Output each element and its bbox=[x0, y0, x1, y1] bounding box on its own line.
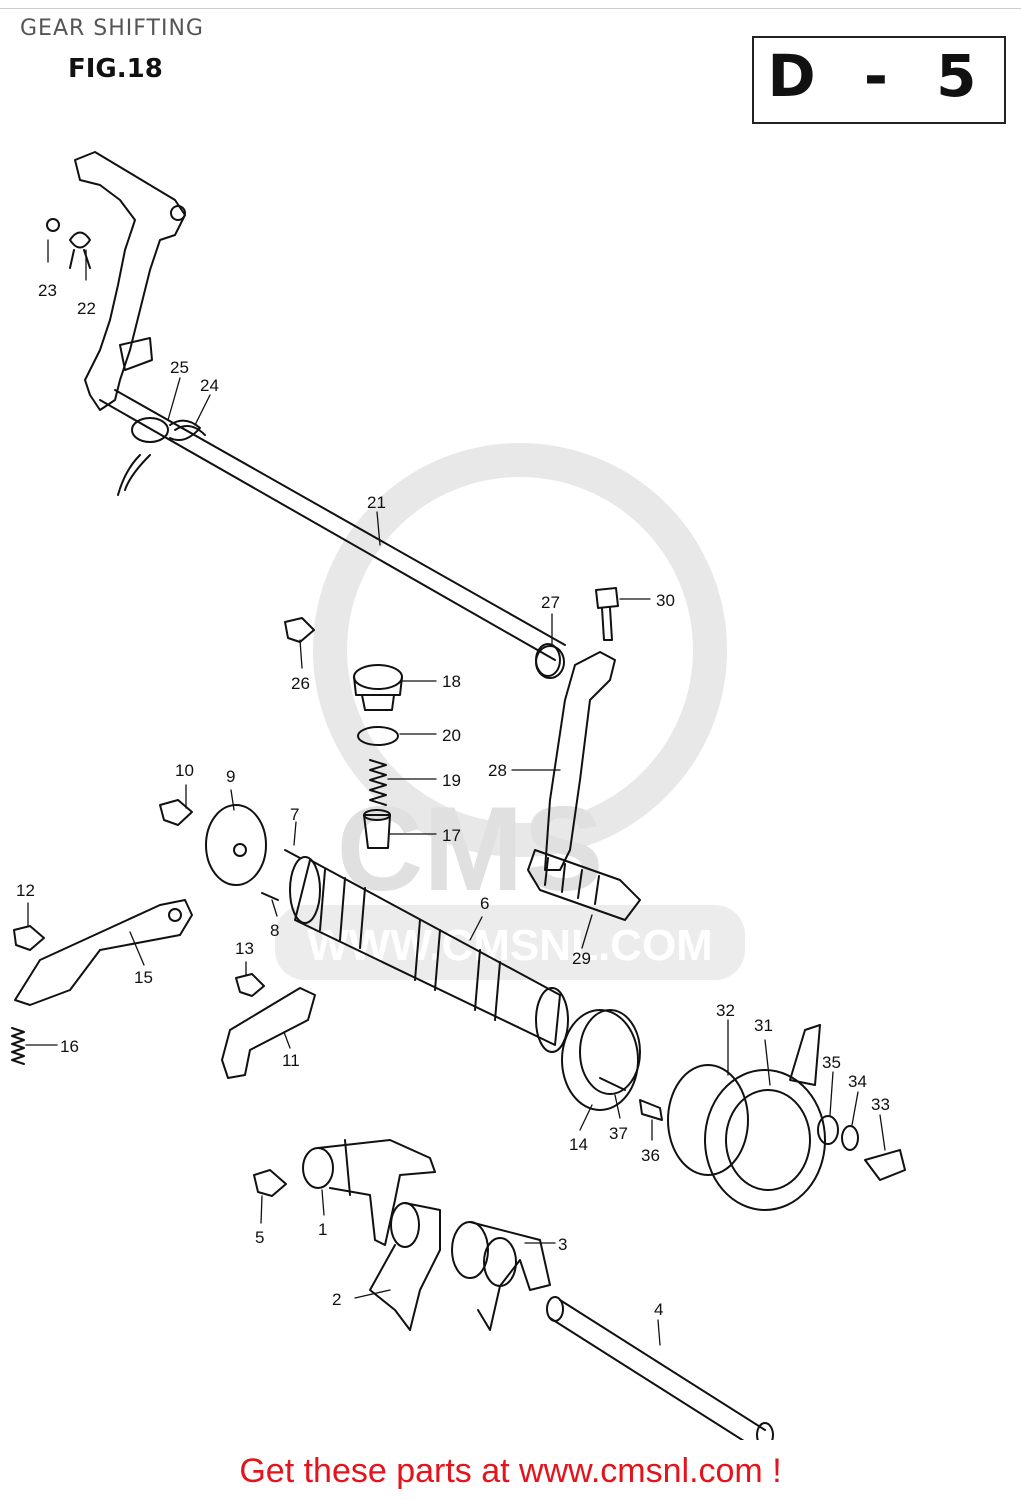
shift-fork-3 bbox=[451, 1221, 551, 1331]
bolt-13 bbox=[235, 973, 265, 997]
washer-34 bbox=[841, 1125, 859, 1151]
part-label-24: 24 bbox=[200, 376, 219, 395]
part-label-34: 34 bbox=[848, 1072, 867, 1091]
part-label-20: 20 bbox=[442, 726, 461, 745]
part-label-3: 3 bbox=[558, 1235, 567, 1254]
bolt-5 bbox=[253, 1169, 287, 1197]
part-label-10: 10 bbox=[175, 761, 194, 780]
part-label-36: 36 bbox=[641, 1146, 660, 1165]
part-label-4: 4 bbox=[654, 1300, 663, 1319]
cover-31 bbox=[704, 1024, 826, 1211]
pin-37 bbox=[599, 1077, 626, 1091]
part-label-19: 19 bbox=[442, 771, 461, 790]
leader-lines bbox=[25, 239, 886, 1346]
lever-rubber-29 bbox=[527, 849, 641, 921]
shift-arm bbox=[74, 151, 186, 411]
part-label-5: 5 bbox=[255, 1228, 264, 1247]
pin-7 bbox=[284, 849, 301, 859]
return-spring-24-25 bbox=[117, 417, 206, 496]
watermark-url: WWW.CMSNL.COM bbox=[307, 921, 713, 970]
spring-16 bbox=[11, 1027, 25, 1065]
part-label-14: 14 bbox=[569, 1135, 588, 1154]
cam-stopper-15 bbox=[14, 899, 193, 1006]
part-label-23: 23 bbox=[38, 281, 57, 300]
shift-fork-2 bbox=[369, 1202, 441, 1331]
circlip-23 bbox=[46, 218, 60, 232]
part-label-25: 25 bbox=[170, 358, 189, 377]
spring-22 bbox=[69, 231, 91, 269]
shift-fork-1 bbox=[302, 1139, 436, 1246]
page-code: D - 5 bbox=[767, 42, 991, 110]
watermark: CMS WWW.CMSNL.COM bbox=[275, 443, 745, 980]
part-label-9: 9 bbox=[226, 767, 235, 786]
bolt-30 bbox=[595, 587, 619, 641]
stopper-plate-9 bbox=[205, 804, 267, 886]
footer-cta-link[interactable]: Get these parts at www.cmsnl.com ! bbox=[239, 1452, 782, 1490]
part-label-12: 12 bbox=[16, 881, 35, 900]
part-labels: 23 22 25 24 21 27 30 26 18 20 28 19 10 9… bbox=[16, 281, 890, 1319]
part-label-2: 2 bbox=[332, 1290, 341, 1309]
gearshift-lever-28 bbox=[544, 651, 616, 871]
exploded-parts-diagram: CMS WWW.CMSNL.COM bbox=[11, 151, 906, 1440]
cap-18 bbox=[353, 664, 403, 711]
part-label-26: 26 bbox=[291, 674, 310, 693]
part-label-27: 27 bbox=[541, 593, 560, 612]
part-label-18: 18 bbox=[442, 672, 461, 691]
part-label-32: 32 bbox=[716, 1001, 735, 1020]
part-label-28: 28 bbox=[488, 761, 507, 780]
o-ring-32 bbox=[667, 1064, 749, 1176]
part-label-30: 30 bbox=[656, 591, 675, 610]
part-label-11: 11 bbox=[282, 1051, 300, 1070]
shift-drum-6 bbox=[289, 856, 569, 1053]
plate-11 bbox=[221, 987, 316, 1079]
washer-35 bbox=[817, 1115, 839, 1145]
fork-shaft-4 bbox=[546, 1296, 774, 1440]
part-label-1: 1 bbox=[318, 1220, 327, 1239]
screw-33 bbox=[864, 1149, 906, 1181]
part-label-35: 35 bbox=[822, 1053, 841, 1072]
part-label-16: 16 bbox=[60, 1037, 79, 1056]
figure-label: FIG.18 bbox=[68, 54, 163, 84]
page-title: GEAR SHIFTING bbox=[20, 16, 204, 41]
bolt-12 bbox=[13, 925, 45, 951]
bolt-26 bbox=[284, 617, 315, 643]
part-label-33: 33 bbox=[871, 1095, 890, 1114]
bolt-10 bbox=[159, 799, 193, 826]
spring-19 bbox=[369, 759, 387, 806]
pin-36 bbox=[639, 1099, 663, 1121]
plunger-17 bbox=[363, 809, 391, 849]
part-label-21: 21 bbox=[367, 493, 386, 512]
part-label-6: 6 bbox=[480, 894, 489, 913]
page-code-box: D - 5 bbox=[752, 36, 1006, 124]
part-label-13: 13 bbox=[235, 939, 254, 958]
part-label-15: 15 bbox=[134, 968, 153, 987]
gasket-20 bbox=[357, 726, 399, 746]
part-label-8: 8 bbox=[270, 921, 279, 940]
part-label-29: 29 bbox=[572, 949, 591, 968]
part-label-7: 7 bbox=[290, 805, 299, 824]
part-label-31: 31 bbox=[754, 1016, 773, 1035]
part-label-22: 22 bbox=[77, 299, 96, 318]
oil-seal-27 bbox=[535, 645, 565, 679]
header-rule bbox=[0, 8, 1021, 9]
part-label-37: 37 bbox=[609, 1124, 628, 1143]
pin-8 bbox=[261, 892, 279, 901]
bearing-14 bbox=[561, 1009, 641, 1111]
part-label-17: 17 bbox=[442, 826, 461, 845]
